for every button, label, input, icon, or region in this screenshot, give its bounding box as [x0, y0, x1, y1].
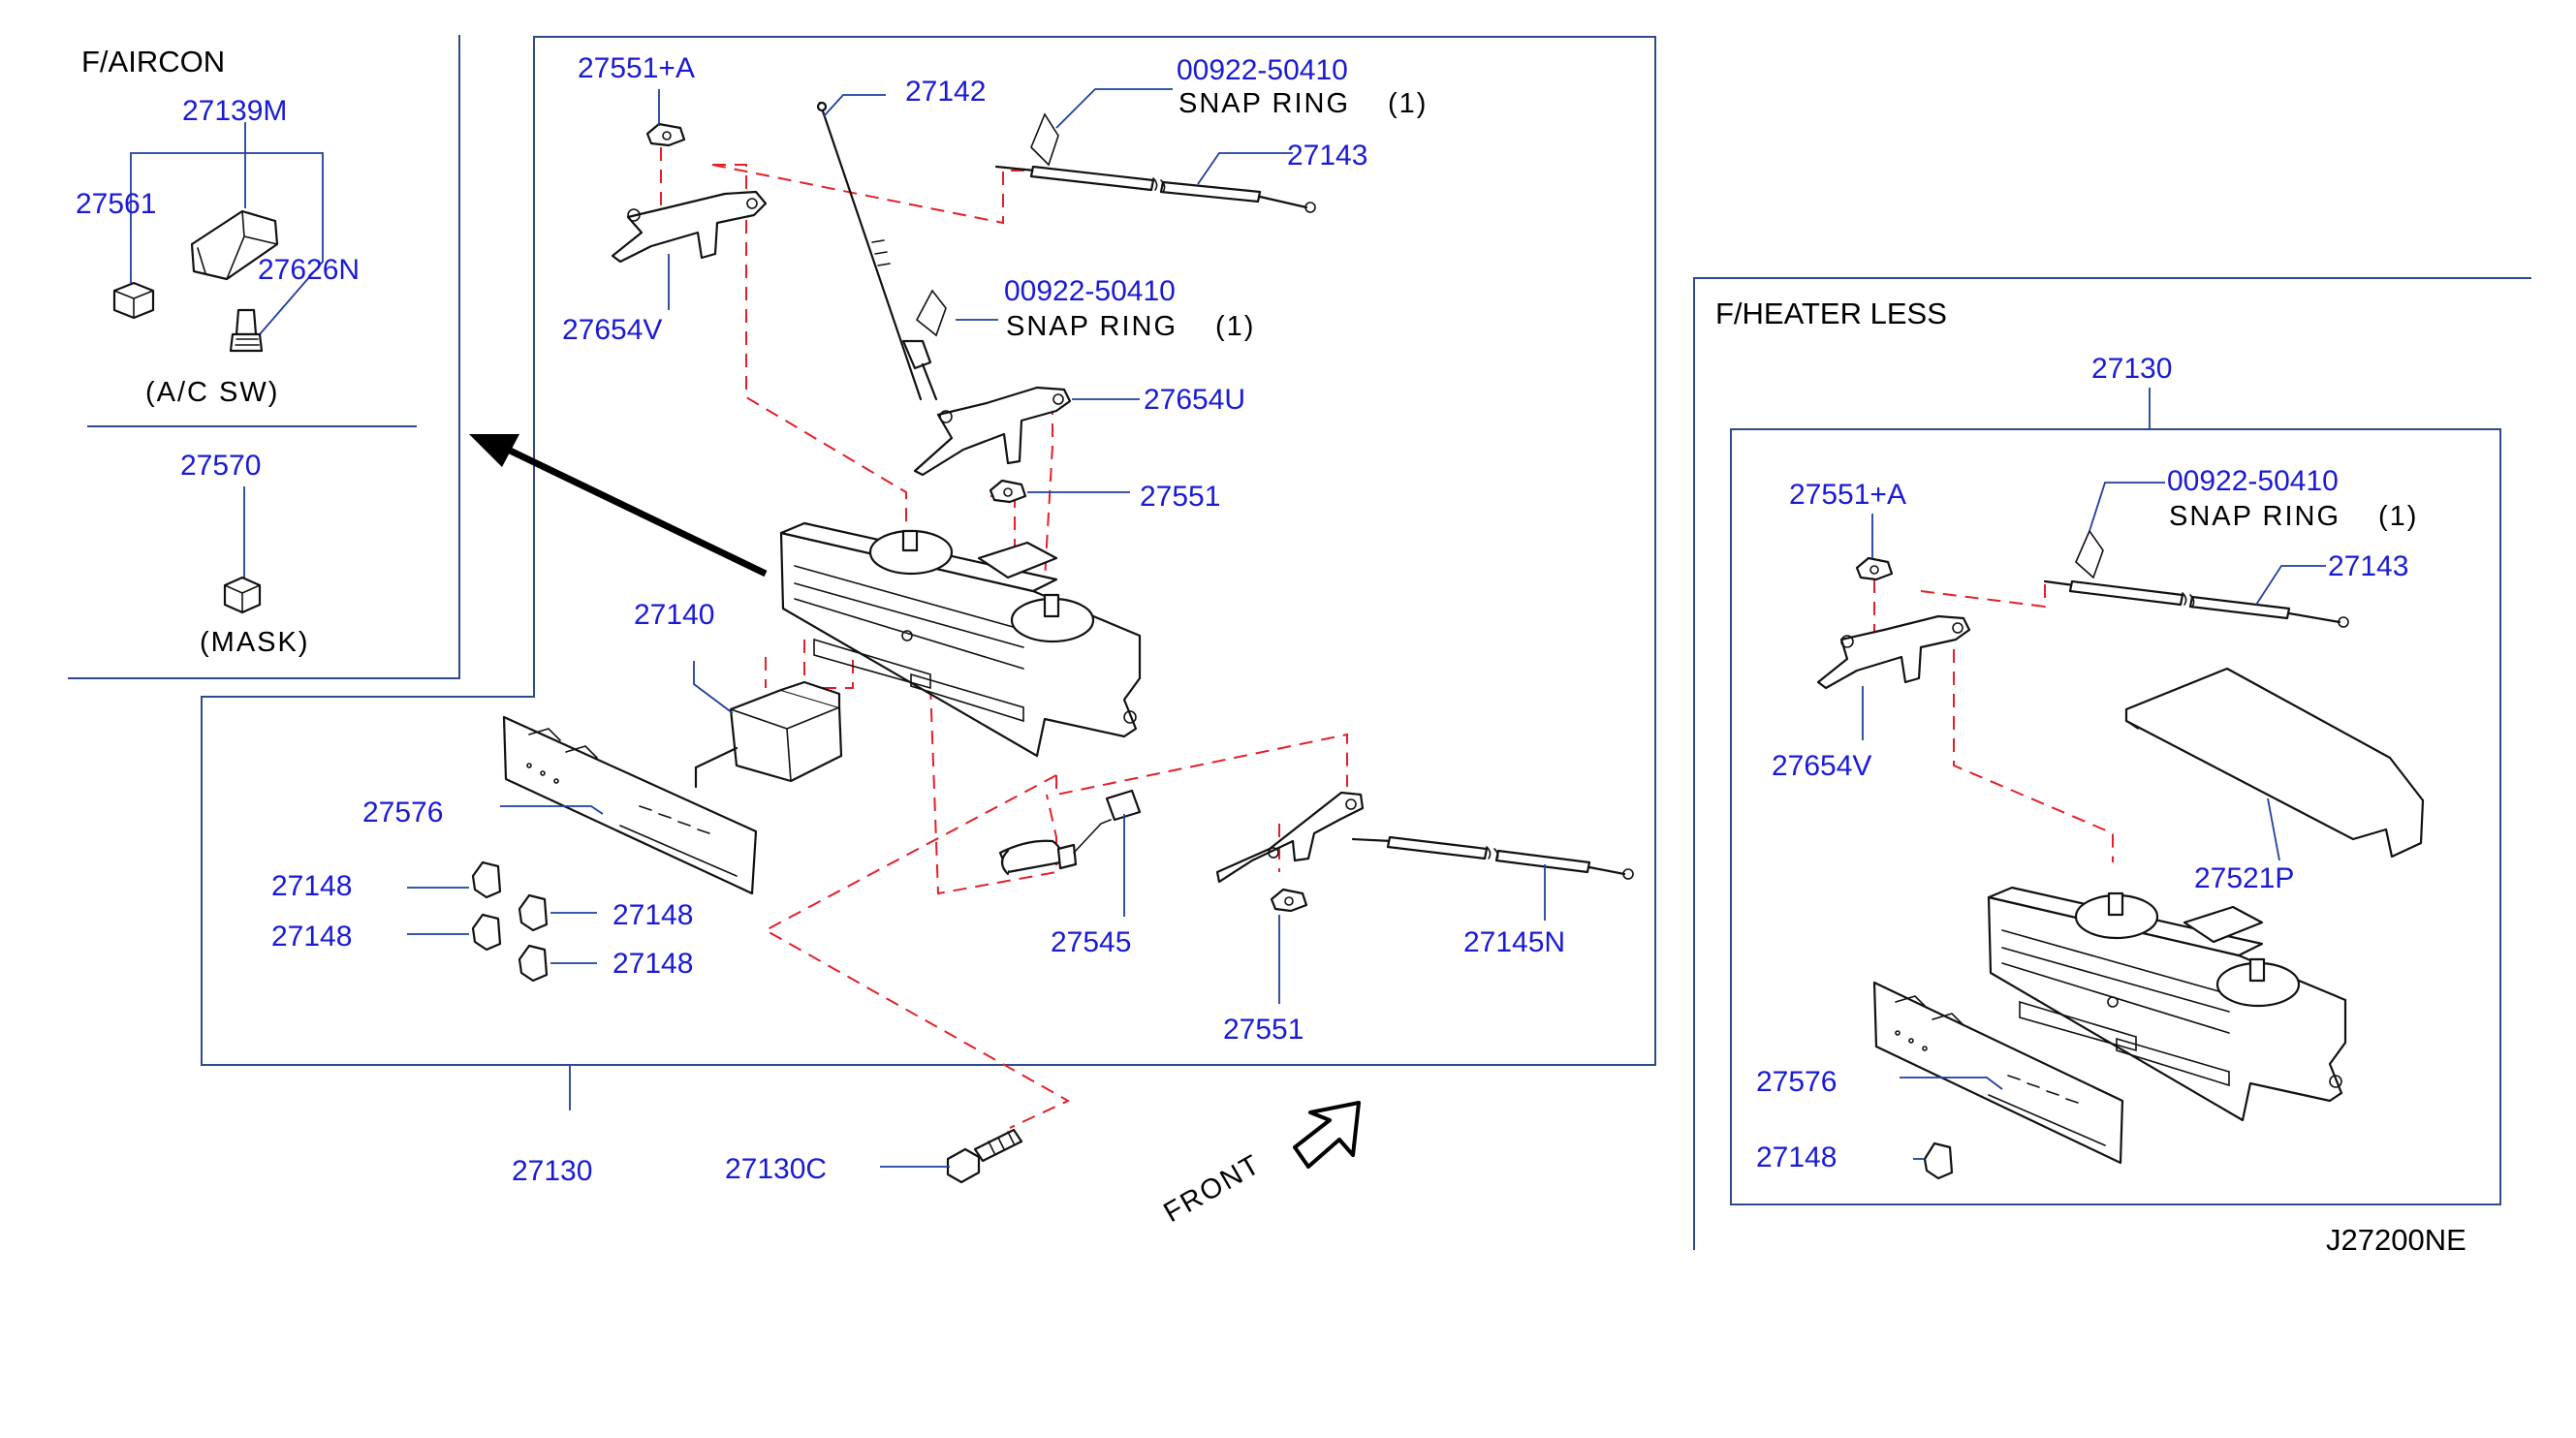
part-27654V-label: 27654V [562, 314, 662, 346]
blower-switch-part [694, 680, 843, 789]
cable-27142 [816, 101, 938, 401]
hl-part-27521P-label: 27521P [2194, 862, 2294, 894]
finisher-part [502, 715, 758, 895]
snap-ring-1-part [1030, 112, 1059, 167]
part-27142-label: 27142 [905, 76, 986, 108]
part-27551-upper-label: 27551 [1140, 481, 1220, 513]
clip-upper-part [989, 479, 1027, 504]
hl-part-27576-label: 27576 [1756, 1066, 1837, 1098]
switch-bracket-leader [130, 152, 324, 335]
part-27545-label: 27545 [1051, 926, 1131, 958]
ac-switch-knob [112, 281, 155, 320]
lever-u-part [913, 386, 1072, 477]
knob-part-1 [471, 860, 502, 899]
part-27654U-label: 27654U [1144, 384, 1245, 416]
hl-snap-ring-part [2075, 529, 2104, 579]
mask-caption: (MASK) [200, 627, 310, 658]
snap-ring-2-part [915, 289, 947, 337]
aircon-frame [68, 35, 460, 679]
part-27145N-label: 27145N [1463, 926, 1565, 958]
front-arrow: FRONT [1159, 1101, 1361, 1229]
hl-control-head-part [1987, 886, 2347, 1122]
screw-part [946, 1128, 1023, 1184]
hl-leaders [1862, 482, 2326, 1160]
part-27576-label: 27576 [362, 797, 443, 828]
ac-switch-body [190, 209, 279, 281]
frames [68, 35, 2531, 1250]
part-27570-label: 27570 [180, 450, 261, 482]
knob-part-2 [518, 893, 549, 932]
hl-lever-v-part [1816, 614, 1971, 690]
part-27139M-label: 27139M [182, 95, 287, 127]
part-27551A-label: 27551+A [578, 52, 695, 84]
main-leaders [407, 88, 1546, 1168]
knob-part-4 [518, 944, 549, 983]
main-section: FRONT 27551+A 27142 00922-50 [271, 52, 1634, 1229]
hl-part-27143-label: 27143 [2328, 550, 2408, 582]
snap-ring-1-qty: (1) [1388, 88, 1428, 119]
lower-lever-part [1215, 791, 1365, 884]
lever-a-part [645, 122, 686, 147]
hl-finisher-part [1872, 981, 2124, 1165]
hl-snap-ring-qty: (1) [2378, 501, 2418, 532]
heater-less-inner-frame [1730, 428, 2501, 1205]
control-head-part [779, 521, 1142, 758]
part-27148-label-4: 27148 [613, 948, 693, 980]
part-27551-lower-label: 27551 [1223, 1014, 1304, 1046]
hl-knob-part [1923, 1141, 1954, 1180]
hl-part-27551A-label: 27551+A [1789, 479, 1906, 511]
hl-part-27130-label: 27130 [2091, 353, 2172, 385]
part-27143-label: 27143 [1287, 140, 1367, 172]
heater-less-frame [1693, 277, 2531, 1250]
main-frame [201, 36, 1656, 1066]
part-27626N-label: 27626N [258, 254, 360, 286]
bulb-socket-part [998, 789, 1142, 876]
part-27148-label-3: 27148 [271, 921, 352, 953]
aircon-section: F/AIRCON 27139M 27561 27626N (A/C SW) 27… [76, 45, 360, 658]
cable-27143 [994, 165, 1316, 213]
lever-v-part [611, 190, 768, 264]
mask-part [223, 576, 262, 614]
part-27130-label: 27130 [512, 1155, 592, 1187]
part-27140-label: 27140 [634, 599, 714, 631]
hl-part-27148-label: 27148 [1756, 1141, 1837, 1173]
snap-ring-2-qty: (1) [1215, 311, 1255, 342]
snap-ring-2-caption: SNAP RING [1006, 311, 1178, 342]
front-label: FRONT [1159, 1148, 1267, 1229]
ac-switch-bulb [229, 308, 264, 353]
snap-ring-1-caption: SNAP RING [1178, 88, 1350, 119]
heater-less-section: F/HEATER LESS 27130 [1715, 297, 2425, 1180]
hl-cable-part [2043, 579, 2349, 628]
hl-part-snap-ring-label: 00922-50410 [2167, 465, 2339, 497]
hl-dashed-lines [1873, 579, 2114, 862]
aircon-pointer-arrow [469, 434, 768, 578]
hl-cover-part [2124, 667, 2425, 859]
clip-lower-part [1270, 888, 1308, 913]
aircon-title: F/AIRCON [81, 45, 225, 78]
part-27561-label: 27561 [76, 188, 156, 220]
heater-less-title: F/HEATER LESS [1715, 297, 1947, 330]
knob-part-3 [471, 913, 502, 952]
hl-lever-a-part [1855, 556, 1894, 581]
part-27148-label-2: 27148 [613, 899, 693, 931]
part-27130C-label: 27130C [725, 1153, 827, 1185]
cable-27145N [1351, 835, 1634, 880]
hl-part-27654V-label: 27654V [1772, 750, 1871, 782]
ac-switch-caption: (A/C SW) [145, 377, 279, 408]
diagram-code: J27200NE [2326, 1223, 2466, 1257]
part-snap-ring-2-label: 00922-50410 [1004, 275, 1176, 307]
hl-snap-ring-caption: SNAP RING [2169, 501, 2340, 532]
part-snap-ring-1-label: 00922-50410 [1177, 54, 1348, 86]
part-27148-label-1: 27148 [271, 870, 352, 902]
